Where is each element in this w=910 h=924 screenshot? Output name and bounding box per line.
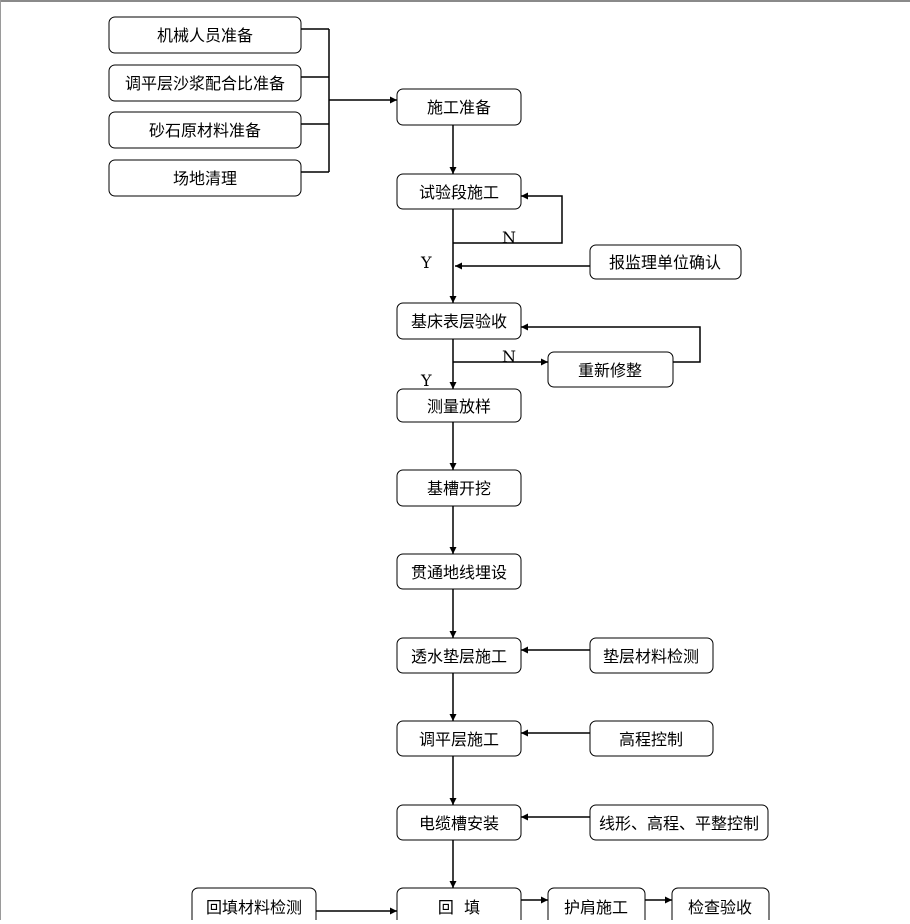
top-border [0, 0, 910, 2]
connectors [301, 28, 701, 915]
box-label: 试验段施工 [419, 183, 499, 202]
box-site-clearing: 场地清理 [108, 159, 302, 197]
box-trial-section: 试验段施工 [396, 173, 522, 210]
box-trench-excavation: 基槽开挖 [396, 469, 522, 507]
box-label: 测量放样 [427, 397, 491, 416]
box-machinery-prep: 机械人员准备 [108, 16, 302, 54]
box-cable-trough: 电缆槽安装 [396, 804, 522, 841]
box-label: 线形、高程、平整控制 [599, 814, 759, 833]
box-label: 调平层施工 [419, 730, 499, 749]
decision-label-yes: Y [420, 253, 432, 272]
box-label: 护肩施工 [564, 898, 628, 917]
decision-label-no: N [502, 228, 516, 247]
decision-label-no: N [502, 347, 516, 366]
box-elevation-control: 高程控制 [589, 720, 714, 757]
box-backfill-material-test: 回填材料检测 [191, 887, 317, 924]
box-shoulder-construction: 护肩施工 [547, 887, 646, 924]
box-backfill: 回 填 [396, 887, 522, 924]
box-mortar-prep: 调平层沙浆配合比准备 [108, 64, 302, 102]
box-label: 电缆槽安装 [419, 814, 499, 833]
box-label: 贯通地线埋设 [411, 563, 507, 582]
left-border [0, 0, 1, 920]
box-label: 基床表层验收 [411, 312, 507, 331]
box-label: 机械人员准备 [157, 26, 253, 45]
box-label: 场地清理 [173, 169, 237, 188]
decision-label-yes: Y [420, 371, 432, 390]
box-label: 回 填 [438, 898, 480, 917]
box-label: 基槽开挖 [427, 479, 491, 498]
box-label: 重新修整 [578, 361, 642, 380]
box-leveling-layer: 调平层施工 [396, 720, 522, 757]
box-label: 施工准备 [427, 98, 491, 117]
loop-trial-no [453, 192, 563, 244]
box-survey-layout: 测量放样 [396, 388, 522, 423]
box-label: 调平层沙浆配合比准备 [125, 74, 285, 93]
box-materials-prep: 砂石原材料准备 [108, 111, 302, 149]
loop-rework-return [521, 323, 701, 363]
box-label: 砂石原材料准备 [149, 121, 261, 140]
box-ground-wire: 贯通地线埋设 [396, 553, 522, 590]
box-inspection-acceptance: 检查验收 [671, 887, 770, 924]
box-subgrade-acceptance: 基床表层验收 [396, 302, 522, 340]
box-label: 高程控制 [619, 730, 683, 749]
box-alignment-control: 线形、高程、平整控制 [589, 804, 769, 841]
box-label: 透水垫层施工 [411, 647, 507, 666]
box-construction-prep: 施工准备 [396, 88, 522, 126]
box-label: 回填材料检测 [206, 898, 302, 917]
box-rework: 重新修整 [547, 351, 674, 388]
box-permeable-cushion: 透水垫层施工 [396, 637, 522, 674]
box-supervisor-confirm: 报监理单位确认 [589, 244, 742, 280]
box-label: 检查验收 [688, 898, 752, 917]
box-cushion-material-test: 垫层材料检测 [589, 637, 714, 674]
box-label: 报监理单位确认 [609, 253, 721, 272]
box-label: 垫层材料检测 [603, 647, 699, 666]
